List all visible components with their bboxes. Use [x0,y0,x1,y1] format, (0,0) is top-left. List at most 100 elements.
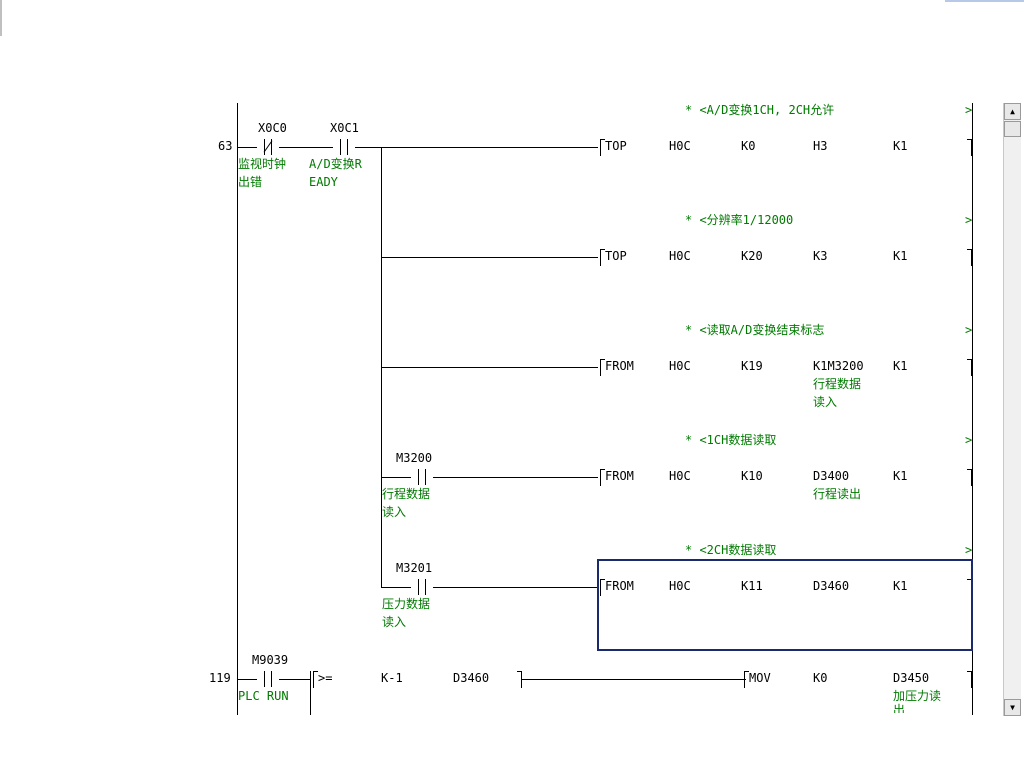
instruction-op[interactable]: FROM [605,469,634,483]
mov-src[interactable]: K0 [813,671,828,685]
wire [522,679,746,680]
contact-comment-x0c0-1: 监视时钟 [238,157,287,171]
instruction-arg4[interactable]: K1 [893,579,908,593]
instruction-op[interactable]: TOP [605,139,627,153]
no-contact-m3201[interactable] [411,579,433,595]
instruction-arg3[interactable]: H3 [813,139,828,153]
device-comment-k1m3200-1: 行程数据 [813,377,862,391]
no-contact-m3200[interactable] [411,469,433,485]
contact-comment-x0c0-2: 出错 [238,175,263,189]
compare-arg2[interactable]: D3460 [453,671,490,685]
instruction-arg4[interactable]: K1 [893,469,908,483]
contact-comment-m3201-2: 读入 [382,615,407,629]
instruction-bracket-right [967,249,972,266]
instruction-arg1[interactable]: H0C [669,359,691,373]
vertical-scrollbar[interactable]: ▲ ▼ [1003,103,1021,716]
rung-comment-5: * <2CH数据读取 [685,543,777,557]
contact-device-x0c0: X0C0 [258,121,287,135]
cell-cursor[interactable] [597,559,973,651]
wire [381,477,411,478]
contact-device-m9039: M9039 [252,653,289,667]
scroll-up-icon[interactable]: ▲ [1004,103,1021,120]
contact-device-x0c1: X0C1 [330,121,359,135]
wire [279,147,333,148]
contact-device-m3200: M3200 [396,451,433,465]
instruction-arg2[interactable]: K10 [741,469,763,483]
compare-block-left [310,671,311,715]
instruction-arg3[interactable]: D3400 [813,469,850,483]
step-number-63: 63 [218,139,233,153]
compare-op[interactable]: >= [318,671,333,685]
rung-comment-1: * <A/D变换1CH, 2CH允许 [685,103,835,117]
instruction-arg3[interactable]: D3460 [813,579,850,593]
wire [237,679,257,680]
scroll-down-icon[interactable]: ▼ [1004,699,1021,716]
compare-bracket-right [517,671,522,688]
rung-comment-1-end: > [965,103,973,117]
contact-comment-x0c1-2: EADY [309,175,338,189]
instruction-op[interactable]: TOP [605,249,627,263]
device-comment-d3450-2: 出 [893,703,906,713]
rung-comment-2: * <分辨率1/12000 [685,213,794,227]
instruction-arg4[interactable]: K1 [893,249,908,263]
compare-bracket-left [313,671,318,688]
instruction-op[interactable]: FROM [605,359,634,373]
no-contact-m9039[interactable] [257,671,279,687]
window-edge-left [0,0,2,36]
instruction-arg2[interactable]: K0 [741,139,756,153]
instruction-arg3[interactable]: K1M3200 [813,359,864,373]
wire [381,367,598,368]
contact-comment-m3200-1: 行程数据 [382,487,431,501]
contact-comment-m9039: PLC RUN [238,689,289,703]
mov-bracket-left [744,671,749,688]
wire [381,587,411,588]
nc-contact-x0c0[interactable] [257,139,279,155]
wire [237,147,257,148]
wire [433,587,598,588]
compare-arg1[interactable]: K-1 [381,671,403,685]
instruction-arg4[interactable]: K1 [893,139,908,153]
rung-comment-4-end: > [965,433,973,447]
device-comment-d3450-1: 加压力读 [893,689,942,703]
wire [279,679,311,680]
instruction-bracket-left [600,469,605,486]
no-contact-x0c1[interactable] [333,139,355,155]
instruction-bracket-left [600,579,605,596]
instruction-bracket-right [967,469,972,486]
instruction-arg1[interactable]: H0C [669,579,691,593]
scroll-thumb[interactable] [1004,121,1021,137]
mov-op[interactable]: MOV [749,671,771,685]
instruction-bracket-left [600,139,605,156]
instruction-bracket-right [967,359,972,376]
left-power-rail [237,103,238,715]
contact-device-m3201: M3201 [396,561,433,575]
rung-comment-5-end: > [965,543,973,557]
contact-comment-m3201-1: 压力数据 [382,597,431,611]
instruction-op[interactable]: FROM [605,579,634,593]
mov-bracket-right [967,671,972,688]
rung-comment-4: * <1CH数据读取 [685,433,777,447]
wire [381,257,598,258]
rung-comment-3-end: > [965,323,973,337]
mov-dst[interactable]: D3450 [893,671,930,685]
instruction-arg4[interactable]: K1 [893,359,908,373]
contact-comment-x0c1-1: A/D变换R [309,157,362,171]
instruction-arg3[interactable]: K3 [813,249,828,263]
instruction-bracket-left [600,249,605,266]
rung-comment-2-end: > [965,213,973,227]
rung-comment-3: * <读取A/D变换结束标志 [685,323,825,337]
instruction-bracket-left [600,359,605,376]
step-number-119: 119 [209,671,231,685]
instruction-bracket-right [967,139,972,156]
window-edge-top [945,0,1024,2]
wire [355,147,598,148]
wire [433,477,598,478]
right-power-rail [972,103,973,715]
instruction-arg1[interactable]: H0C [669,249,691,263]
instruction-arg2[interactable]: K11 [741,579,763,593]
instruction-arg1[interactable]: H0C [669,139,691,153]
instruction-arg2[interactable]: K20 [741,249,763,263]
instruction-arg2[interactable]: K19 [741,359,763,373]
instruction-arg1[interactable]: H0C [669,469,691,483]
